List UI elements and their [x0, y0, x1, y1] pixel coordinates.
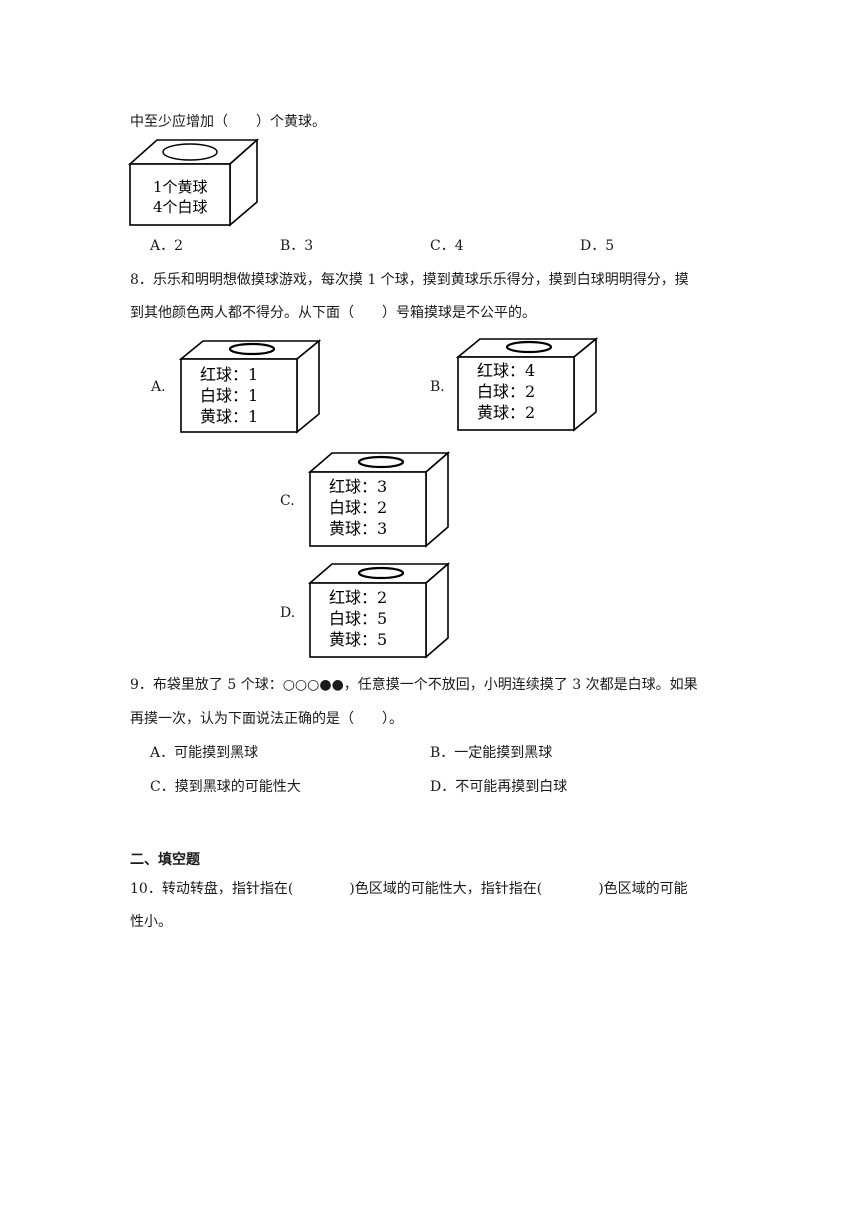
q10-stem-line-2: 性小。 — [130, 914, 172, 930]
q8-box-d-line-2: 白球：5 — [329, 609, 387, 628]
q8-box-b-line-3: 黄球：2 — [477, 403, 535, 422]
q7-option-b[interactable]: B．3 — [280, 238, 314, 254]
q7-option-d[interactable]: D．5 — [580, 238, 615, 254]
q7-box-line-1: 1个黄球 — [153, 178, 208, 196]
q8-box-b-line-2: 白球：2 — [477, 382, 535, 401]
q8-box-d-line-1: 红球：2 — [329, 588, 387, 607]
q8-box-b: 红球：4 白球：2 黄球：2 — [455, 337, 599, 432]
q7-option-a[interactable]: A．2 — [150, 238, 184, 254]
q8-box-c-line-3: 黄球：3 — [329, 519, 387, 538]
q7-box-line-2: 4个白球 — [153, 198, 208, 216]
q8-box-c-line-2: 白球：2 — [329, 498, 387, 517]
section-heading-fill-in: 二、填空题 — [130, 852, 200, 868]
q9-option-d[interactable]: D．不可能再摸到白球 — [430, 779, 568, 795]
q9-stem-line-1: 9．布袋里放了 5 个球：○○○●●，任意摸一个不放回，小明连续摸了 3 次都是… — [130, 677, 698, 693]
q8-option-b-label[interactable]: B. — [430, 379, 445, 395]
q8-option-a-label[interactable]: A. — [151, 379, 166, 395]
q9-stem-line-2: 再摸一次，认为下面说法正确的是（ ）。 — [130, 711, 403, 727]
q8-box-a: 红球：1 白球：1 黄球：1 — [178, 339, 322, 434]
q8-option-d-label[interactable]: D. — [280, 605, 296, 621]
q8-box-a-line-2: 白球：1 — [200, 386, 258, 405]
q9-option-a[interactable]: A．可能摸到黑球 — [150, 745, 259, 761]
q8-stem-line-2: 到其他颜色两人都不得分。从下面（ ）号箱摸球是不公平的。 — [130, 305, 536, 321]
q8-box-a-line-3: 黄球：1 — [200, 407, 258, 426]
q7-stem-tail: 中至少应增加（ ）个黄球。 — [130, 114, 326, 130]
q8-box-d-line-3: 黄球：5 — [329, 630, 387, 649]
q8-box-c-line-1: 红球：3 — [329, 477, 387, 496]
q10-stem-line-1: 10．转动转盘，指针指在( )色区域的可能性大，指针指在( )色区域的可能 — [130, 881, 688, 897]
q9-option-b[interactable]: B．一定能摸到黑球 — [430, 745, 553, 761]
q8-box-a-line-1: 红球：1 — [200, 365, 258, 384]
q8-stem-line-1: 8．乐乐和明明想做摸球游戏，每次摸 1 个球，摸到黄球乐乐得分，摸到白球明明得分… — [130, 272, 689, 288]
q8-option-c-label[interactable]: C. — [280, 493, 295, 509]
q8-box-d: 红球：2 白球：5 黄球：5 — [307, 562, 451, 659]
q9-option-c[interactable]: C．摸到黑球的可能性大 — [150, 779, 301, 795]
q7-option-c[interactable]: C．4 — [430, 238, 464, 254]
q8-box-c: 红球：3 白球：2 黄球：3 — [307, 451, 451, 548]
q7-ball-box-figure: 1个黄球 4个白球 — [127, 138, 260, 227]
q8-box-b-line-1: 红球：4 — [477, 361, 535, 380]
